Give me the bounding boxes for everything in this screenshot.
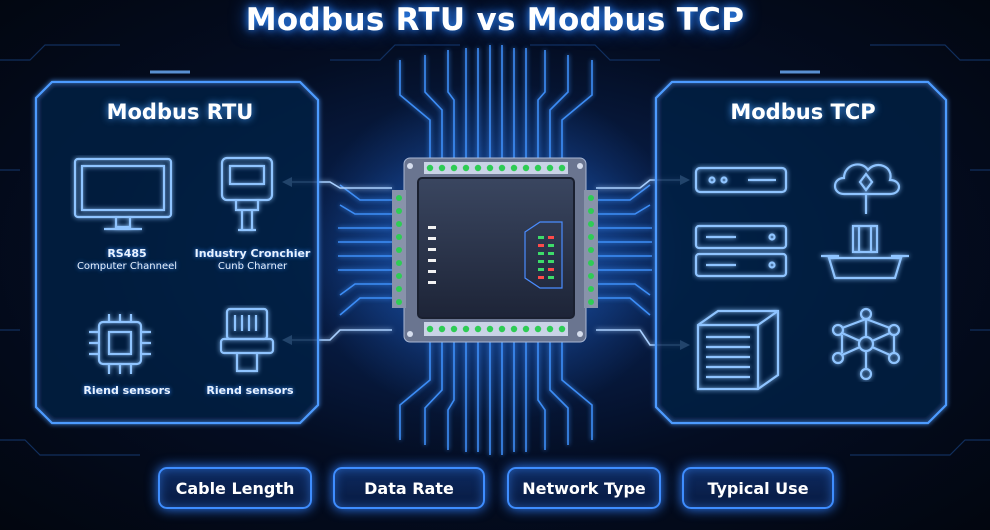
terminal-pin xyxy=(426,325,434,333)
terminal-pin xyxy=(588,208,594,214)
terminal-pin xyxy=(396,234,402,240)
data-rate-button[interactable]: Data Rate xyxy=(333,467,485,509)
computer-monitor-icon xyxy=(73,157,173,231)
status-led xyxy=(548,252,554,255)
terminal-pin xyxy=(546,325,554,333)
terminal-pin xyxy=(588,221,594,227)
network-type-button[interactable]: Network Type xyxy=(507,467,661,509)
status-led xyxy=(428,237,436,240)
terminal-pin xyxy=(486,325,494,333)
terminal-pin xyxy=(462,325,470,333)
terminal-pin xyxy=(498,164,506,172)
terminal-pin xyxy=(588,299,594,305)
terminal-pin xyxy=(588,234,594,240)
status-led xyxy=(538,236,544,239)
terminal-pin xyxy=(558,325,566,333)
terminal-pin xyxy=(510,164,518,172)
tcp-panel-title: Modbus TCP xyxy=(730,100,876,124)
status-led xyxy=(538,276,544,279)
network-topology-icon xyxy=(831,307,901,381)
terminal-pin xyxy=(474,164,482,172)
terminal-pin xyxy=(438,164,446,172)
terminal-pin xyxy=(396,195,402,201)
terminal-pin xyxy=(462,164,470,172)
status-led xyxy=(538,252,544,255)
status-led xyxy=(548,244,554,247)
cable-length-button[interactable]: Cable Length xyxy=(158,467,312,509)
terminal-pin xyxy=(396,260,402,266)
terminal-pin xyxy=(426,164,434,172)
status-led xyxy=(548,260,554,263)
status-led xyxy=(428,281,436,284)
terminal-pin xyxy=(588,260,594,266)
terminal-pin xyxy=(396,208,402,214)
terminal-pin xyxy=(546,164,554,172)
terminal-pin xyxy=(522,325,530,333)
terminal-pin xyxy=(534,164,542,172)
terminal-pin xyxy=(588,273,594,279)
status-led xyxy=(548,268,554,271)
status-led xyxy=(548,276,554,279)
terminal-pin xyxy=(396,273,402,279)
status-led xyxy=(428,248,436,251)
terminal-pin xyxy=(396,247,402,253)
terminal-pin xyxy=(522,164,530,172)
rtu-device-4-label: Riend sensors xyxy=(206,384,294,397)
terminal-pin xyxy=(450,164,458,172)
terminal-pin xyxy=(486,164,494,172)
status-led xyxy=(428,226,436,229)
terminal-pin xyxy=(588,247,594,253)
typical-use-button[interactable]: Typical Use xyxy=(682,467,834,509)
terminal-pin xyxy=(396,299,402,305)
status-led xyxy=(428,259,436,262)
status-led xyxy=(428,270,436,273)
page-title: Modbus RTU vs Modbus TCP xyxy=(245,2,745,38)
terminal-pin xyxy=(558,164,566,172)
data-center-icon xyxy=(696,309,780,391)
terminal-pin xyxy=(510,325,518,333)
industrial-connector-icon xyxy=(220,156,274,232)
status-led xyxy=(538,268,544,271)
chip-sensor-icon xyxy=(89,314,151,374)
edge-gateway-icon xyxy=(821,224,909,280)
terminal-pin xyxy=(450,325,458,333)
terminal-pin xyxy=(498,325,506,333)
rj45-plug-icon xyxy=(219,307,275,373)
terminal-pin xyxy=(588,286,594,292)
status-led xyxy=(538,260,544,263)
terminal-pin xyxy=(474,325,482,333)
rtu-panel-title: Modbus RTU xyxy=(106,100,254,124)
terminal-pin xyxy=(396,221,402,227)
terminal-pin xyxy=(396,286,402,292)
status-led xyxy=(548,236,554,239)
network-switch-icon xyxy=(694,166,788,194)
rtu-device-3-label: Riend sensors xyxy=(83,384,171,397)
terminal-pin xyxy=(438,325,446,333)
rack-server-icon xyxy=(694,224,788,278)
terminal-pin xyxy=(588,195,594,201)
plc-module xyxy=(392,157,598,343)
cloud-icon xyxy=(833,163,901,214)
status-led xyxy=(538,244,544,247)
terminal-pin xyxy=(534,325,542,333)
